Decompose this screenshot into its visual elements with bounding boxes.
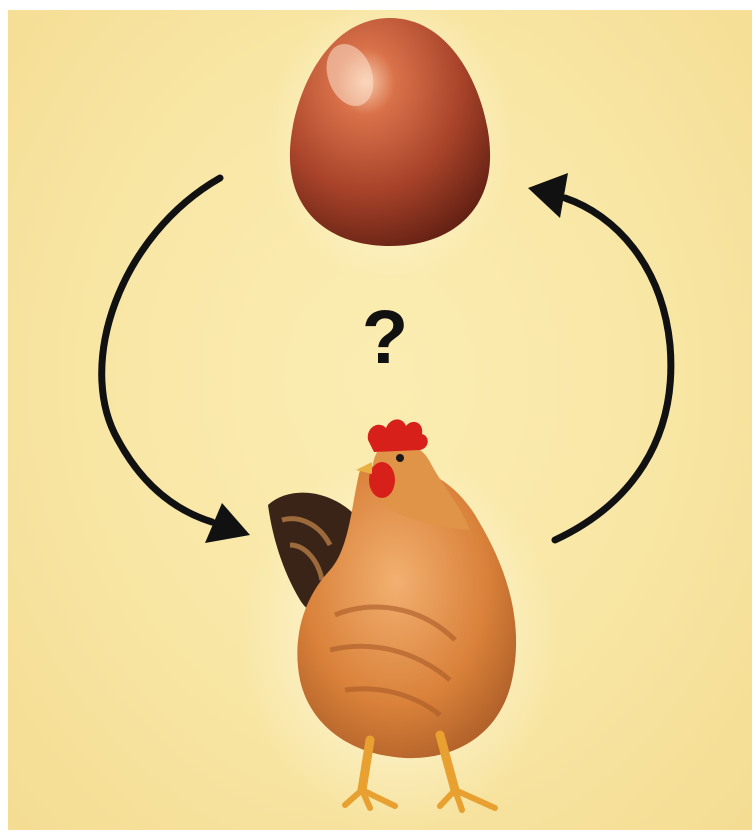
question-mark: ? (350, 298, 420, 378)
arrow-hen-to-egg-icon (528, 173, 671, 540)
egg-icon (265, 0, 515, 285)
hen-icon (240, 419, 560, 830)
arrow-egg-to-hen-icon (102, 178, 250, 543)
